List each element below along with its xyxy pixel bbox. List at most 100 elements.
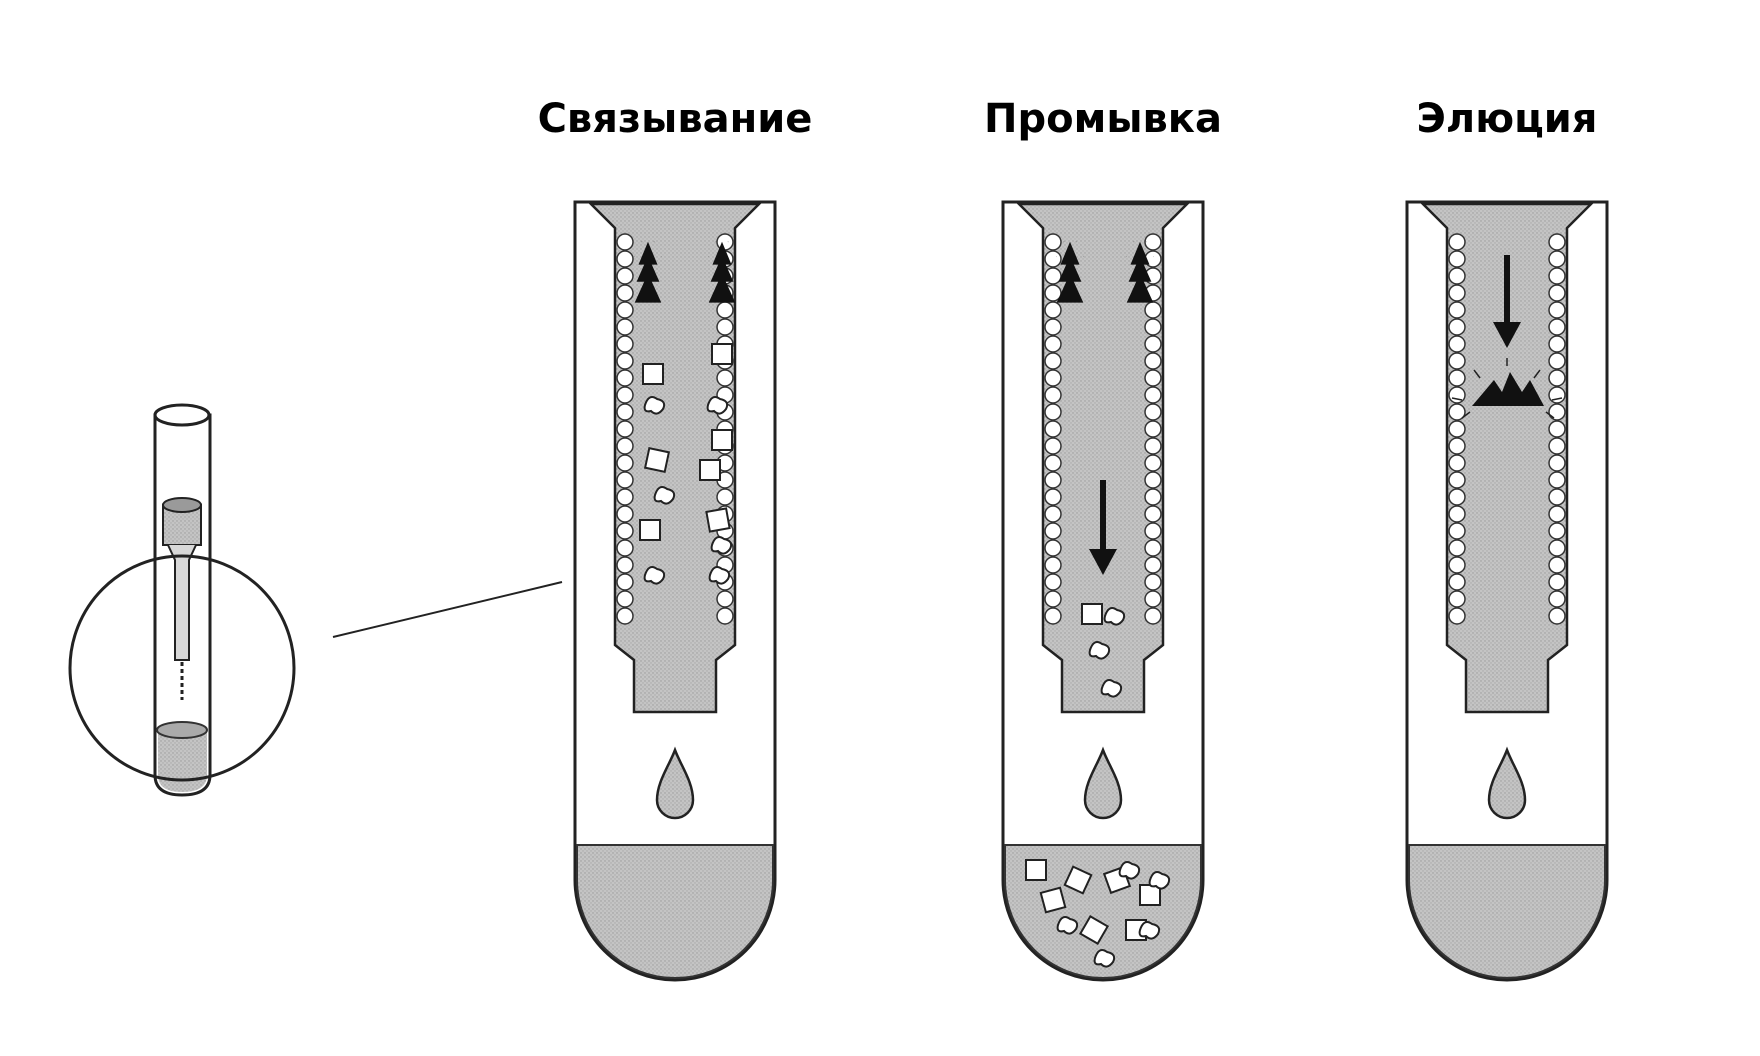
silica-bead-icon	[1448, 369, 1466, 387]
silica-bead-icon	[1448, 573, 1466, 591]
silica-bead-icon	[1044, 556, 1062, 574]
silica-bead-icon	[1144, 403, 1162, 421]
impurity-icon	[1100, 679, 1123, 698]
impurity-icon	[643, 446, 671, 474]
silica-bead-icon	[1548, 267, 1566, 285]
elution-title: Элюция	[1416, 96, 1598, 142]
silica-bead-icon	[616, 522, 634, 540]
silica-bead-icon	[1044, 233, 1062, 251]
impurity-icon	[708, 566, 731, 585]
silica-bead-icon	[1144, 369, 1162, 387]
silica-bead-icon	[1448, 267, 1466, 285]
impurity-icon	[1056, 916, 1079, 935]
impurity-icon	[705, 507, 731, 533]
silica-bead-icon	[1144, 607, 1162, 625]
silica-bead-icon	[1448, 250, 1466, 268]
silica-bead-icon	[1144, 437, 1162, 455]
impurity-icon	[1081, 603, 1103, 625]
silica-bead-icon	[1548, 233, 1566, 251]
silica-bead-icon	[716, 488, 734, 506]
impurity-icon	[1148, 871, 1171, 890]
droplet-icon	[655, 746, 695, 820]
silica-bead-icon	[1144, 454, 1162, 472]
silica-bead-icon	[616, 369, 634, 387]
silica-bead-icon	[1548, 352, 1566, 370]
silica-bead-icon	[1448, 607, 1466, 625]
impurity-icon	[643, 396, 666, 415]
silica-bead-icon	[1144, 556, 1162, 574]
silica-bead-icon	[616, 403, 634, 421]
silica-bead-icon	[1144, 505, 1162, 523]
silica-bead-icon	[1448, 471, 1466, 489]
dna-molecule-icon	[1451, 358, 1563, 419]
silica-bead-icon	[1548, 522, 1566, 540]
collected-eluate	[1408, 844, 1606, 979]
silica-bead-icon	[1044, 539, 1062, 557]
silica-bead-icon	[1448, 454, 1466, 472]
silica-bead-icon	[1144, 233, 1162, 251]
impurity-icon	[643, 566, 666, 585]
binding-title: Связывание	[537, 96, 813, 142]
impurity-icon	[1093, 949, 1116, 968]
droplet-icon	[1487, 746, 1527, 820]
silica-bead-icon	[616, 233, 634, 251]
silica-bead-icon	[1044, 250, 1062, 268]
silica-bead-icon	[616, 318, 634, 336]
silica-bead-icon	[1044, 352, 1062, 370]
silica-bead-icon	[616, 352, 634, 370]
impurity-icon	[706, 396, 729, 415]
silica-bead-icon	[1548, 590, 1566, 608]
silica-bead-icon	[716, 590, 734, 608]
impurity-icon	[1025, 859, 1047, 881]
silica-bead-icon	[616, 301, 634, 319]
silica-bead-icon	[616, 284, 634, 302]
silica-bead-icon	[1548, 386, 1566, 404]
silica-bead-icon	[616, 590, 634, 608]
droplet-icon	[1083, 746, 1123, 820]
silica-bead-icon	[1044, 369, 1062, 387]
impurity-icon	[1118, 861, 1141, 880]
silica-bead-icon	[616, 420, 634, 438]
silica-beads	[1044, 233, 1162, 625]
impurity-icon	[711, 343, 733, 365]
silica-bead-icon	[1044, 267, 1062, 285]
impurity-icon	[1138, 921, 1161, 940]
silica-bead-icon	[1144, 318, 1162, 336]
impurity-icon	[639, 519, 661, 541]
silica-bead-icon	[616, 539, 634, 557]
silica-bead-icon	[1144, 488, 1162, 506]
impurity-icon	[1088, 641, 1111, 660]
silica-bead-icon	[1044, 301, 1062, 319]
silica-bead-icon	[1044, 403, 1062, 421]
silica-bead-icon	[1548, 505, 1566, 523]
impurity-icon	[1078, 914, 1110, 946]
silica-bead-icon	[1144, 335, 1162, 353]
spin-column	[587, 202, 763, 714]
silica-bead-icon	[1548, 284, 1566, 302]
down-arrow-icon	[1493, 255, 1521, 348]
silica-bead-icon	[1548, 369, 1566, 387]
silica-bead-icon	[1044, 471, 1062, 489]
binding-tube	[573, 200, 777, 982]
silica-bead-icon	[1448, 522, 1466, 540]
silica-bead-icon	[1144, 573, 1162, 591]
silica-bead-icon	[1548, 454, 1566, 472]
silica-bead-icon	[716, 369, 734, 387]
impurity-icon	[642, 363, 664, 385]
impurity-icon	[1063, 865, 1093, 895]
silica-bead-icon	[1044, 590, 1062, 608]
silica-bead-icon	[1548, 573, 1566, 591]
silica-bead-icon	[716, 233, 734, 251]
silica-bead-icon	[1448, 539, 1466, 557]
silica-bead-icon	[1044, 607, 1062, 625]
silica-bead-icon	[616, 607, 634, 625]
silica-bead-icon	[616, 267, 634, 285]
silica-bead-icon	[1144, 522, 1162, 540]
silica-bead-icon	[1548, 437, 1566, 455]
silica-bead-icon	[1044, 522, 1062, 540]
silica-bead-icon	[1144, 301, 1162, 319]
silica-bead-icon	[1044, 420, 1062, 438]
silica-bead-icon	[1144, 471, 1162, 489]
silica-bead-icon	[1548, 403, 1566, 421]
